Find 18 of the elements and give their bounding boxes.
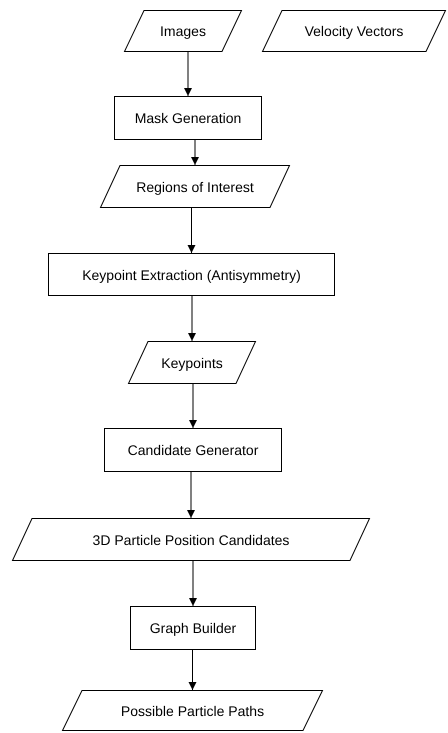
arrow xyxy=(189,560,197,606)
arrow xyxy=(188,650,196,690)
node-label: Regions of Interest xyxy=(136,178,254,194)
node-label: Candidate Generator xyxy=(128,442,258,458)
arrow xyxy=(187,472,195,518)
node-label: Keypoint Extraction (Antisymmetry) xyxy=(82,266,301,282)
arrow xyxy=(184,52,192,96)
node-label: Velocity Vectors xyxy=(304,23,404,39)
node-label: Possible Particle Paths xyxy=(120,702,264,718)
arrow xyxy=(191,140,199,166)
node-label: Keypoints xyxy=(161,354,223,370)
arrow xyxy=(189,384,197,428)
node-label: Graph Builder xyxy=(150,620,236,636)
arrow xyxy=(188,296,196,342)
node-label: 3D Particle Position Candidates xyxy=(92,532,290,548)
node-label: Mask Generation xyxy=(134,110,242,126)
node-label: Images xyxy=(160,23,206,39)
arrow xyxy=(188,208,196,254)
